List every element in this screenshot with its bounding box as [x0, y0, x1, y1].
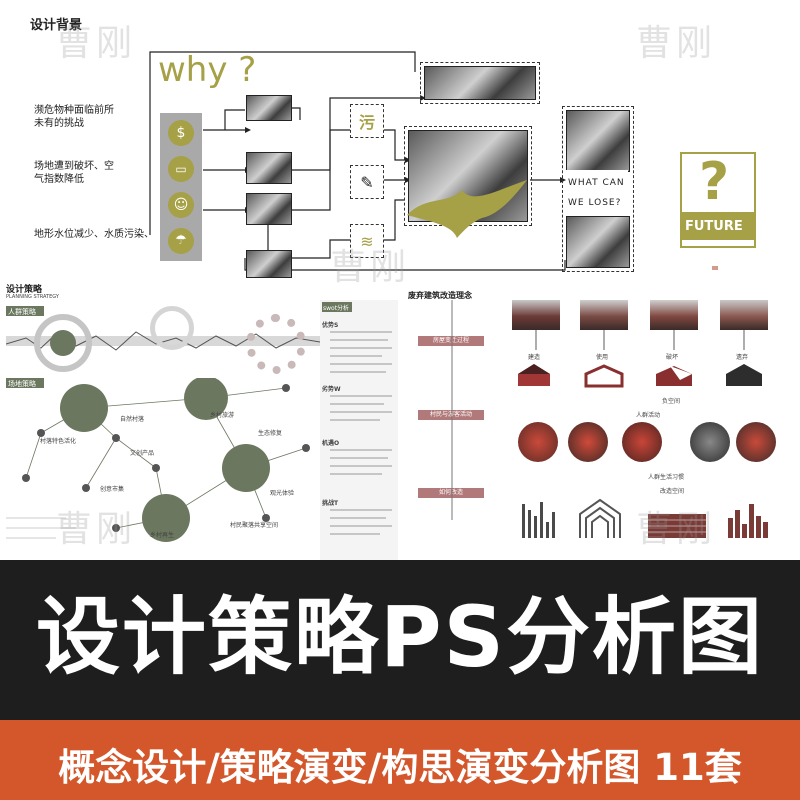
house-label-abandon: 遗弃 — [736, 354, 749, 361]
dial-center — [150, 306, 194, 350]
house-label-damage: 破坏 — [666, 354, 679, 361]
why-text: why ? — [158, 50, 257, 90]
renovation-vline — [451, 300, 453, 520]
future-text: FUTURE — [685, 219, 743, 234]
watermark-2: 曹刚 — [636, 23, 717, 64]
water-icon-glyph: ≋ — [360, 231, 374, 251]
bird-silhouette-icon — [407, 180, 527, 238]
people-circle-1 — [518, 422, 558, 462]
house-models — [518, 364, 762, 388]
photo-river — [424, 66, 536, 100]
left-label-3: 地形水位减少、水质污染、 — [34, 229, 154, 240]
node-label-8: 观光体验 — [270, 490, 295, 497]
dial-left — [34, 314, 92, 372]
photo-small-1 — [246, 95, 292, 121]
strategy-heading-en: PLANNING STRATEGY — [6, 294, 59, 300]
tag-villager-activity: 村民与游客活动 — [418, 410, 484, 420]
people-circle-2 — [568, 422, 608, 462]
tag-site-strategy — [6, 378, 44, 388]
tag-site-strategy-label: 场地策略 — [8, 380, 36, 388]
swot-tag — [322, 302, 352, 312]
house-stage-connectors — [535, 330, 745, 350]
swot-column — [320, 300, 398, 560]
dollar-icon: $ — [168, 120, 194, 146]
renovation-forms — [522, 498, 768, 538]
node-label-2: 自然村落 — [120, 416, 145, 423]
house-photo-4 — [720, 300, 768, 330]
swot-s: 优势S — [322, 322, 339, 329]
tag-people-strategy — [6, 306, 44, 316]
preview-panel: 设计背景 why ? 濒危物种面临前所未有的挑战 场地遭到破坏、空气指数降低 地… — [0, 0, 800, 560]
renovation-heading: 废弃建筑改造理念 — [408, 291, 472, 300]
background-heading: 设计背景 — [30, 18, 83, 33]
people-circle-3 — [622, 422, 662, 462]
node-label-6: 生态修复 — [258, 430, 283, 437]
what-can-text: WHAT CAN — [568, 178, 625, 188]
banner-title: 设计策略PS分析图 — [35, 588, 765, 686]
renovated-space-label: 改造空间 — [660, 488, 685, 495]
people-circle-5 — [736, 422, 776, 462]
pollution-icon-glyph: 污 — [358, 113, 375, 132]
bird-icon: ✎ — [350, 165, 384, 199]
title-band — [0, 560, 800, 720]
tag-people-strategy-label: 人群策略 — [8, 308, 36, 316]
person-icon: ☺ — [168, 192, 194, 218]
flow-lines — [149, 51, 566, 271]
node-label-3: 乡村旅游 — [210, 412, 235, 419]
tag-house-change: 房屋变迁过程 — [418, 336, 484, 346]
node-label-4: 文创产品 — [130, 450, 155, 457]
people-activity-label: 人群活动 — [636, 412, 661, 419]
node-label-5: 创意市集 — [100, 486, 125, 493]
watermark-4: 曹刚 — [56, 509, 137, 550]
swot-heading: swot分析 — [323, 305, 350, 312]
people-habit-label: 人群生活习惯 — [648, 474, 685, 481]
people-circle-4 — [690, 422, 730, 462]
future-dot — [712, 266, 718, 270]
dial-right — [246, 314, 306, 374]
house-label-use: 使用 — [596, 354, 609, 361]
watermark-1: 曹刚 — [56, 23, 137, 64]
future-band — [680, 212, 756, 240]
bus-icon: ▭ — [168, 156, 194, 182]
portrait-photo-top — [566, 110, 630, 172]
node-label-7: 村民聚落共享空间 — [230, 522, 279, 529]
tag-how-renovate: 如何改造 — [418, 488, 484, 498]
portrait-frame — [562, 106, 634, 272]
house-photo-1 — [512, 300, 560, 330]
bird-icon-glyph: ✎ — [360, 172, 374, 192]
photo-small-4 — [246, 250, 292, 278]
portrait-photo-bottom — [566, 216, 630, 268]
rain-icon: ☂ — [168, 228, 194, 254]
water-icon: ≋ — [350, 224, 384, 258]
subtitle-band — [0, 720, 800, 800]
negative-space-label: 负空间 — [662, 398, 681, 405]
swot-text-lines — [330, 331, 392, 535]
photo-river-frame — [420, 62, 540, 104]
house-photo-2 — [580, 300, 628, 330]
swot-w: 劣势W — [322, 386, 341, 393]
watermark-3: 曹刚 — [330, 247, 411, 288]
house-label-build: 建造 — [528, 354, 541, 361]
watermark-5: 曹刚 — [636, 509, 717, 550]
portrait-text-box — [566, 170, 628, 216]
node-label-1: 村落特色活化 — [40, 438, 77, 445]
house-photo-3 — [650, 300, 698, 330]
question-mark-icon: ? — [699, 152, 730, 212]
node-label-9: 乡村再生 — [150, 532, 175, 539]
pollution-icon: 污 — [350, 104, 384, 138]
left-label-2: 场地遭到破坏、空气指数降低 — [34, 161, 114, 185]
dial-left-inner — [50, 330, 76, 356]
left-label-1: 濒危物种面临前所未有的挑战 — [34, 105, 114, 129]
strategy-heading: 设计策略 — [6, 285, 43, 295]
swot-o: 机遇O — [322, 440, 340, 447]
strategy-network — [6, 378, 310, 542]
swot-t: 挑战T — [322, 500, 339, 507]
we-lose-text: WE LOSE? — [568, 198, 622, 208]
photo-small-3 — [246, 193, 292, 225]
photo-small-2 — [246, 152, 292, 184]
banner-subtitle: 概念设计/策略演变/构思演变分析图 11套 — [58, 746, 742, 789]
